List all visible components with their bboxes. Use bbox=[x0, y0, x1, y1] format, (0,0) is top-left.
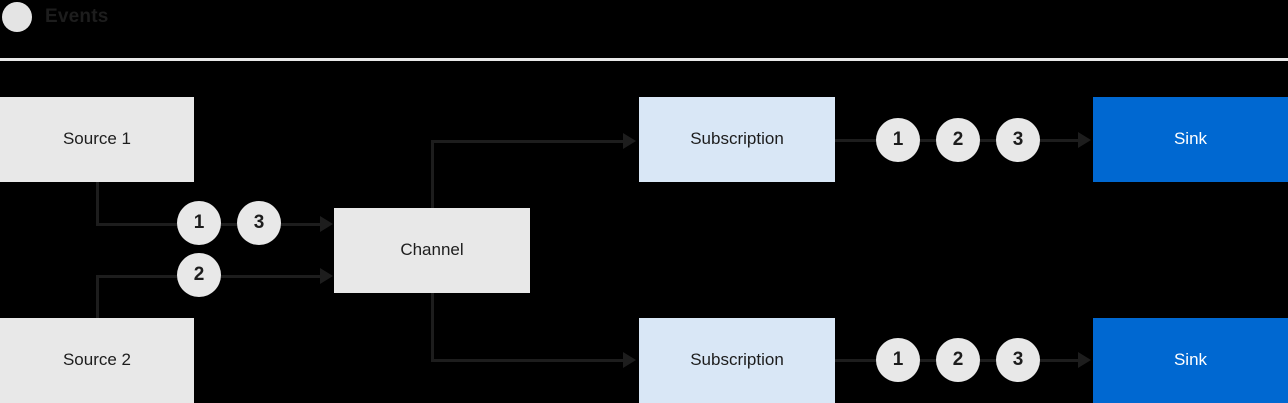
event-token: 2 bbox=[936, 118, 980, 162]
arrowhead-into-sink-bottom bbox=[1078, 352, 1091, 368]
node-sink-top[interactable]: Sink bbox=[1093, 97, 1288, 182]
connector-subscription-bottom-c bbox=[977, 359, 999, 362]
connector-subscription-top-c bbox=[977, 139, 999, 142]
event-token: 2 bbox=[936, 338, 980, 382]
connector-subscription-bottom-d bbox=[1037, 359, 1081, 362]
arrowhead-into-channel-bottom bbox=[320, 268, 333, 284]
node-subscription-top[interactable]: Subscription bbox=[639, 97, 835, 182]
connector-subscription-top-b bbox=[917, 139, 939, 142]
connector-token1-token3 bbox=[218, 223, 240, 226]
connector-source2-up bbox=[96, 275, 99, 320]
connector-channel-down bbox=[431, 291, 434, 362]
event-token: 1 bbox=[876, 118, 920, 162]
connector-source1-right-a bbox=[96, 223, 181, 226]
connector-token2-channel bbox=[218, 275, 322, 278]
event-token: 2 bbox=[177, 253, 221, 297]
legend-label: Events bbox=[45, 6, 109, 27]
event-token: 1 bbox=[876, 338, 920, 382]
node-channel[interactable]: Channel bbox=[334, 208, 530, 293]
connector-subscription-top-d bbox=[1037, 139, 1081, 142]
event-token: 1 bbox=[177, 201, 221, 245]
arrowhead-into-sink-top bbox=[1078, 132, 1091, 148]
node-sink-bottom[interactable]: Sink bbox=[1093, 318, 1288, 403]
connector-channel-to-subscription-bottom bbox=[431, 359, 625, 362]
node-source-2[interactable]: Source 2 bbox=[0, 318, 194, 403]
connector-source2-right-a bbox=[96, 275, 181, 278]
arrowhead-into-subscription-bottom bbox=[623, 352, 636, 368]
event-circle-icon bbox=[2, 2, 32, 32]
node-source-1[interactable]: Source 1 bbox=[0, 97, 194, 182]
header-divider bbox=[0, 58, 1288, 61]
arrowhead-into-subscription-top bbox=[623, 133, 636, 149]
node-subscription-bottom[interactable]: Subscription bbox=[639, 318, 835, 403]
connector-token3-channel bbox=[278, 223, 322, 226]
connector-channel-up bbox=[431, 140, 434, 210]
connector-channel-to-subscription-top bbox=[431, 140, 625, 143]
connector-subscription-bottom-a bbox=[835, 359, 881, 362]
event-token: 3 bbox=[237, 201, 281, 245]
connector-source1-down bbox=[96, 182, 99, 226]
event-token: 3 bbox=[996, 118, 1040, 162]
connector-subscription-top-a bbox=[835, 139, 881, 142]
event-token: 3 bbox=[996, 338, 1040, 382]
connector-subscription-bottom-b bbox=[917, 359, 939, 362]
arrowhead-into-channel-top bbox=[320, 216, 333, 232]
